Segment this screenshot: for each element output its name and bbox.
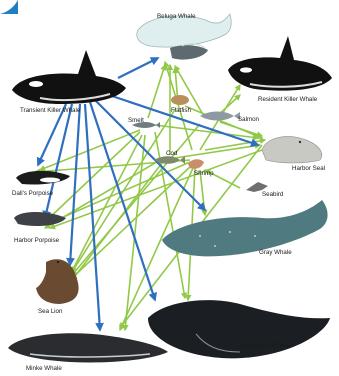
arrow-shrimp-beluga: [165, 62, 192, 150]
arrow-tkw-minke: [85, 104, 100, 330]
label-dalls-porpoise: Dall's Porpoise: [12, 191, 53, 197]
label-flatfish: Flatfish: [171, 108, 191, 114]
label-resident-killer-whale: Resident Killer Whale: [258, 97, 317, 103]
corner-decoration: [0, 0, 18, 14]
label-shrimp: Shrimp: [194, 171, 214, 177]
label-transient-killer-whale: Transient Killer Whale: [20, 108, 80, 114]
label-beluga-whale: Beluga Whale: [157, 14, 196, 20]
resident-killer-whale-image: [228, 36, 332, 91]
gray-whale-image: [162, 200, 328, 256]
transient-killer-whale-image: [12, 50, 126, 104]
dalls-porpoise-image: [16, 171, 70, 185]
flatfish-image: [171, 95, 189, 105]
arrow-tkw-sea-lion: [70, 104, 80, 265]
salmon-image: [200, 112, 240, 121]
arrow-tkw-beluga: [118, 58, 158, 78]
label-harbor-porpoise: Harbor Porpoise: [14, 238, 59, 244]
label-cod: Cod: [166, 151, 177, 157]
harbor-seal-image: [262, 137, 322, 164]
label-minke-whale: Minke Whale: [26, 366, 62, 372]
label-seabird: Seabird: [262, 192, 283, 198]
shrimp-image: [188, 159, 204, 169]
label-gray-whale: Gray Whale: [259, 250, 292, 256]
label-sea-lion: Sea Lion: [38, 309, 62, 315]
harbor-porpoise-image: [14, 212, 66, 226]
humpback-whale-image: [148, 300, 330, 358]
sea-lion-image: [36, 259, 79, 304]
label-harbor-seal: Harbor Seal: [292, 166, 325, 172]
label-smelt: Smelt: [128, 118, 144, 124]
minke-whale-image: [8, 333, 168, 362]
label-humpback-whale: Humpback Whale: [240, 343, 289, 349]
label-salmon: Salmon: [238, 117, 259, 123]
beluga-whale-image: [137, 14, 231, 60]
